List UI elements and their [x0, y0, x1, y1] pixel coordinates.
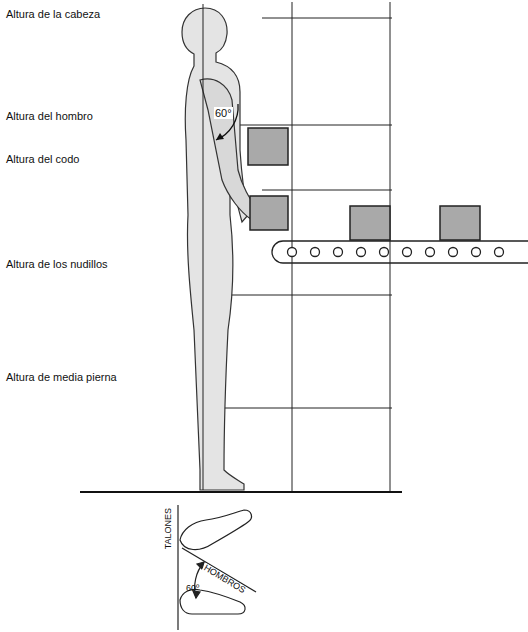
- roller: [288, 248, 297, 257]
- floor-line: [80, 491, 402, 493]
- foot-diagram: [178, 505, 256, 630]
- reference-lines: [212, 2, 392, 492]
- height-label: Altura de los nudillos: [6, 258, 108, 270]
- human-figure: [182, 8, 262, 490]
- height-label: Altura del hombro: [6, 110, 93, 122]
- roller: [334, 248, 343, 257]
- height-label: Altura del codo: [6, 153, 79, 165]
- roller: [403, 248, 412, 257]
- height-label: Altura de media pierna: [6, 371, 117, 383]
- roller: [357, 248, 366, 257]
- roller: [380, 248, 389, 257]
- boxes: [248, 128, 480, 240]
- angle-label: 60°: [214, 107, 233, 119]
- arrow-head: [216, 133, 224, 140]
- roller: [472, 248, 481, 257]
- roller: [311, 248, 320, 257]
- roller: [426, 248, 435, 257]
- center-line: [203, 4, 204, 490]
- roller: [449, 248, 458, 257]
- height-label: Altura de la cabeza: [6, 8, 100, 20]
- angle-label: 60º: [186, 584, 199, 594]
- axis-label: TALONES: [164, 508, 174, 549]
- conveyor-belt: [272, 241, 528, 263]
- roller: [495, 248, 504, 257]
